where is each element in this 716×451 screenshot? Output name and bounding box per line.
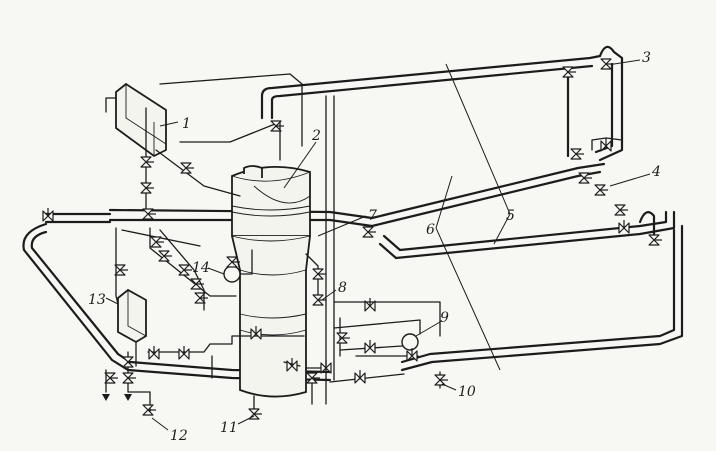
valve-icon (362, 226, 376, 238)
valve-icon (190, 278, 204, 290)
valve-icon (648, 234, 662, 246)
valve-icon (142, 208, 156, 220)
valve-icon (180, 162, 194, 174)
valve-icon (364, 340, 376, 354)
valve-icon (434, 374, 448, 386)
item-labels: 1 2 3 4 5 6 7 8 9 10 11 12 13 14 (88, 50, 661, 444)
label-11: 11 (220, 420, 238, 436)
drain-arrow-icon (102, 394, 110, 401)
valve-icon (312, 268, 326, 280)
label-9: 9 (440, 310, 449, 326)
valve-icon (270, 120, 284, 132)
valve-icon (600, 138, 612, 152)
valve-icon (104, 372, 118, 384)
item-2-main-tank (231, 165, 311, 415)
label-13: 13 (88, 292, 106, 308)
valve-icon (122, 356, 136, 368)
valve-icon (614, 204, 628, 216)
valve-icon (114, 264, 128, 276)
valve-icon (320, 360, 332, 374)
valve-icon (578, 172, 592, 184)
valve-icon (250, 326, 262, 340)
valve-icon (306, 372, 320, 384)
valve-icon (178, 264, 192, 276)
valve-icon (194, 292, 208, 304)
item-1-vessel (105, 82, 167, 158)
valve-icon (150, 236, 164, 248)
label-8: 8 (338, 280, 347, 296)
valve-icon (140, 182, 154, 194)
valve-icon (42, 208, 54, 222)
valve-icon (122, 372, 136, 384)
item-9-gauge (401, 333, 419, 351)
middle-pipeline (44, 162, 676, 260)
label-7: 7 (368, 208, 377, 224)
valve-icon (562, 66, 576, 78)
valves-layer (42, 58, 662, 420)
label-10: 10 (458, 384, 476, 400)
label-12: 12 (170, 428, 188, 444)
valve-icon (406, 348, 418, 362)
upper-pipeline (159, 45, 624, 162)
valve-icon (158, 250, 172, 262)
leader-lines (105, 59, 651, 431)
valve-icon (312, 294, 326, 306)
label-3: 3 (642, 50, 651, 66)
valve-icon (178, 346, 190, 360)
label-14: 14 (192, 260, 210, 276)
valve-icon (354, 370, 366, 384)
label-2: 2 (311, 128, 321, 144)
drain-arrow-icon (124, 394, 132, 401)
valve-icon (594, 184, 608, 196)
valve-icon (142, 404, 156, 416)
valve-icon (336, 332, 350, 344)
valve-icon (140, 156, 154, 168)
valve-icon (226, 256, 240, 268)
valve-icon (600, 58, 614, 70)
label-4: 4 (651, 164, 661, 180)
valve-icon (618, 220, 630, 234)
label-6: 6 (426, 222, 435, 238)
label-5: 5 (506, 208, 515, 224)
valve-icon (148, 346, 160, 360)
valve-icon (570, 148, 584, 160)
lower-pipeline (400, 224, 684, 372)
valve-icon (286, 358, 298, 372)
valve-icon (364, 298, 376, 312)
item-13-vessel (117, 288, 147, 367)
label-1: 1 (182, 116, 191, 132)
